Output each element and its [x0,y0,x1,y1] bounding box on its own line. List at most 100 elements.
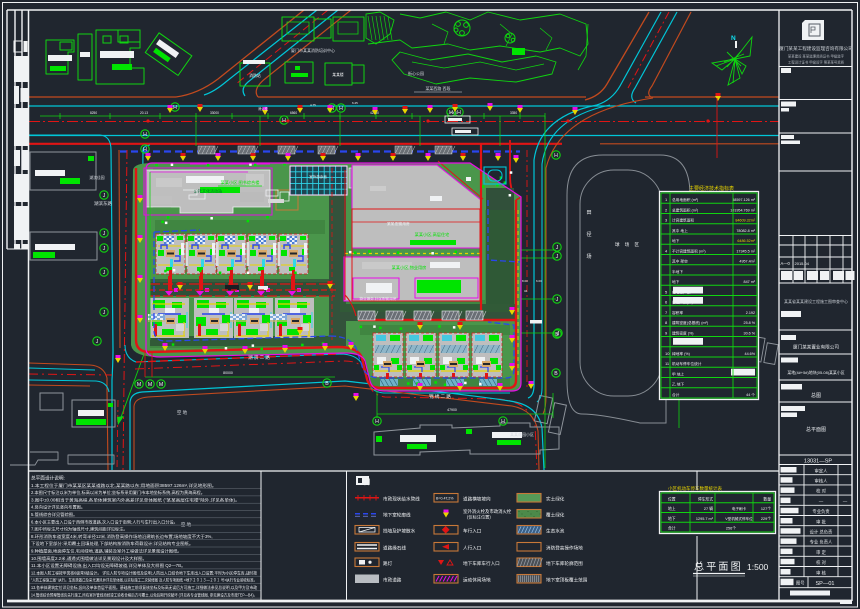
svg-text:J: J [103,246,106,252]
svg-text:街心公园: 街心公园 [408,70,424,76]
svg-text:小区机动车停车数量统计表: 小区机动车停车数量统计表 [668,485,722,492]
svg-text:1295.7 m²: 1295.7 m² [696,517,714,521]
svg-text:道路缘石线: 道路缘石线 [383,545,406,552]
svg-text:空 地: 空 地 [181,521,192,527]
svg-text:11: 11 [665,361,670,366]
svg-text:某某楼: 某某楼 [332,72,344,77]
svg-text:B: B [554,371,558,377]
svg-text:主要经济技术指标表: 主要经济技术指标表 [689,185,734,192]
svg-text:25.8 %: 25.8 % [744,321,756,325]
svg-text:图号: 图号 [796,581,805,587]
svg-text:下设地下室部分:采用覆土回填处理,下部结构按消防车荷载设计;: 下设地下室部分:采用覆土回填处理,下部结构按消防车荷载设计;详见结构专业图纸。 [31,540,193,547]
svg-text:室外游泳池: 室外游泳池 [309,174,327,179]
svg-text:J: J [103,231,106,237]
svg-text:J: J [556,245,559,251]
svg-text:停车形式: 停车形式 [698,496,713,501]
svg-text:10.围墙高度2.2米,通透式围墙做法详见景观设计及大样图。: 10.围墙高度2.2米,通透式围墙做法详见景观设计及大样图。 [31,555,147,562]
svg-text:某某小区,物业用房: 某某小区,物业用房 [392,264,427,271]
svg-text:6.本小区主要出入口设于西侧市政道路,次入口设于南侧;人行与: 6.本小区主要出入口设于西侧市政道路,次入口设于南侧;人行与车行出入口分设。 [31,518,178,525]
svg-text:审 批: 审 批 [816,518,826,525]
svg-text:湖滨佳园: 湖滨佳园 [89,175,104,180]
svg-text:J: J [557,331,560,337]
svg-text:生态水池: 生态水池 [546,528,565,534]
svg-text:容积率: 容积率 [672,310,683,315]
svg-text:8250: 8250 [90,111,97,115]
svg-text:H: H [375,419,379,425]
svg-text:8.环形消防车道宽度4米,转弯半径12米,消防登高操作场地沿: 8.环形消防车道宽度4米,转弯半径12米,消防登高操作场地沿建筑长边布置;场地坡… [31,533,213,540]
svg-text:消防登高操作场地: 消防登高操作场地 [546,545,583,552]
svg-text:5: 5 [665,289,668,294]
svg-text:44.6%: 44.6% [745,352,756,356]
svg-text:位置: 位置 [668,496,676,501]
svg-text:覆土绿化: 覆土绿化 [546,512,565,519]
svg-text:场: 场 [586,253,591,260]
svg-text:校 对: 校 对 [816,488,826,495]
svg-text:33000: 33000 [210,111,219,115]
svg-text:不计容建筑面积 (m²): 不计容建筑面积 (m²) [672,248,706,253]
svg-text:总建筑面积 (m²): 总建筑面积 (m²) [672,207,698,212]
svg-text:6: 6 [665,300,668,305]
svg-text:建筑密度(总基底) (m²): 建筑密度(总基底) (m²) [672,320,708,325]
svg-text:地下: 地下 [668,516,676,521]
svg-text:车行入口: 车行入口 [463,528,482,535]
svg-text:半地下: 半地下 [672,269,683,274]
svg-text:空 地: 空 地 [177,409,188,415]
svg-text:"人防工程施工图" 执行。车库疏散口及采光通风井详见单体图,: "人防工程施工图" 执行。车库疏散口及采光通风井详见单体图,以实际施工二次装修图… [31,577,257,584]
svg-text:9: 9 [665,330,668,335]
svg-text:SP—01: SP—01 [816,581,835,587]
svg-text:路灯: 路灯 [383,560,393,567]
svg-text:锦 绣 二 路: 锦 绣 二 路 [429,393,451,400]
svg-text:数量: 数量 [763,496,771,501]
svg-text:计容建筑面积: 计容建筑面积 [672,218,694,223]
svg-text:8: 8 [665,320,668,325]
svg-text:6.25: 6.25 [352,101,358,105]
svg-text:实土绿化: 实土绿化 [546,496,565,503]
svg-text:6.00: 6.00 [536,279,542,283]
svg-text:(仅标注位置): (仅标注位置) [467,514,491,521]
svg-text:4957.4m²: 4957.4m² [739,260,755,264]
svg-text:地下室轮廓线: 地下室轮廓线 [383,512,411,519]
svg-text:湖 滨 二 路: 湖 滨 二 路 [248,354,270,361]
svg-text:78082.8 m²: 78082.8 m² [736,229,755,233]
svg-text:3350: 3350 [510,111,517,115]
svg-text:20.13: 20.13 [140,111,148,115]
svg-text:地下室顶板覆土范围: 地下室顶板覆土范围 [546,577,588,584]
svg-text:某某,配套用房: 某某,配套用房 [387,221,410,226]
svg-text:1.本工程位于厦门市某某区某某道路以北,某某路以东;用地面积: 1.本工程位于厦门市某某区某某道路以北,某某路以东;用地面积38597.126m… [31,482,216,489]
svg-text:1:500: 1:500 [747,562,769,572]
svg-text:消防站: 消防站 [249,73,261,78]
svg-text:总平面图: 总平面图 [806,426,826,433]
svg-text:某某花园小区: 某某花园小区 [510,431,534,437]
svg-text:4.75: 4.75 [310,103,316,107]
svg-text:J: J [556,254,559,260]
svg-text:H: H [339,106,343,112]
svg-text:幼托文化活动站: 幼托文化活动站 [194,188,222,194]
svg-text:6560: 6560 [290,111,297,115]
svg-text:2: 2 [665,207,668,212]
svg-text:H: H [282,118,286,124]
svg-text:甲 地上: 甲 地上 [672,371,684,376]
svg-text:挡墙及护坡散水: 挡墙及护坡散水 [383,528,416,535]
svg-text:N: N [731,35,736,42]
svg-text:总平面图: 总平面图 [694,560,743,573]
svg-text:2015.04: 2015.04 [795,261,810,266]
svg-text:湖滨东路: 湖滨东路 [94,200,112,207]
svg-text:2.本图尺寸标注以米为单位,标高以米为单位;坐标系采用厦门市: 2.本图尺寸标注以米为单位,标高以米为单位;坐标系采用厦门市本地坐标系统,高程为… [31,489,205,496]
svg-text:市政道路: 市政道路 [383,577,402,584]
svg-text:47900: 47900 [447,408,457,412]
svg-text:J: J [103,270,106,276]
svg-text:物业服务,社区配套用房: 物业服务,社区配套用房 [360,296,397,301]
svg-text:H: H [143,147,147,153]
svg-text:27 辆: 27 辆 [704,506,713,511]
svg-text:地下车库车行入口: 地下车库车行入口 [463,560,500,567]
svg-text:工程设计证书 甲级设字 第某某号资质: 工程设计证书 甲级设字 第某某号资质 [788,60,845,65]
svg-text:机动车停车位统计: 机动车停车位统计 [672,361,702,366]
svg-text:127个: 127个 [761,506,771,511]
svg-text:44 个: 44 个 [746,392,755,397]
svg-text:某地(4#+5#)地块(05-08)某某小区: 某地(4#+5#)地块(05-08)某某小区 [787,370,844,375]
svg-text:2.192: 2.192 [746,311,755,315]
svg-text:厦门某某置业有限公司: 厦门某某置业有限公司 [793,344,839,351]
svg-text:14.管线综合预埋管线应先行施工,所有室外管线须经竣工验收合: 14.管线综合预埋管线应先行施工,所有室外管线须经竣工验收合格后方可覆土,以免后… [31,591,257,598]
svg-text:其中 架空: 其中 架空 [672,259,688,264]
svg-text:—: — [843,499,848,504]
